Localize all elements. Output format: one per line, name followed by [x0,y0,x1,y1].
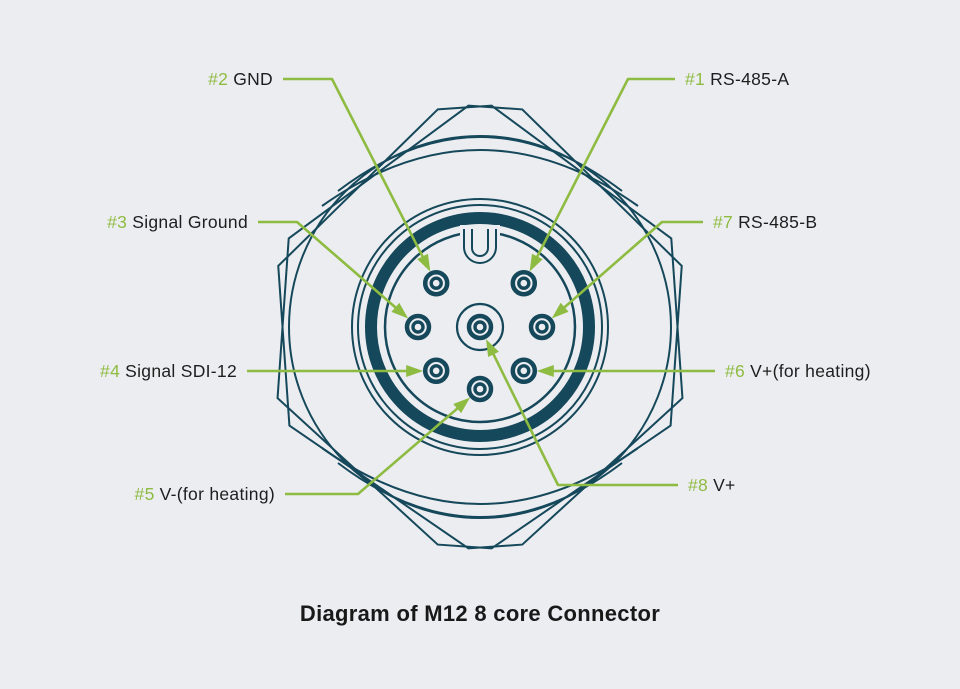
keyway-outer [463,229,497,264]
arrowhead [406,365,424,377]
face-rings [351,198,609,456]
pin-number: #3 [107,212,128,232]
keyway-mask [460,225,500,237]
pin-name: V+ [713,475,736,495]
keyway-inner [471,229,489,257]
pin-number: #1 [685,69,706,89]
connector-body [276,104,684,550]
pin-name: Signal SDI-12 [125,361,237,381]
pin-number: #2 [208,69,229,89]
chamfer-arc-top-2 [337,136,623,192]
pin-7 [528,313,556,341]
pin-number: #6 [725,361,746,381]
chamfer-arc-bottom [321,447,639,505]
keyway-notch [463,229,497,264]
pin-name: V-(for heating) [159,484,275,504]
pin-number: #8 [688,475,709,495]
arrowhead [536,365,554,377]
pin-name: Signal Ground [132,212,248,232]
pin-number: #7 [713,212,734,232]
outer-ring-1 [351,198,609,456]
leader-pin-7 [551,220,703,319]
pin-8 [466,313,494,341]
pins [404,269,556,403]
leader-pin-4 [247,365,424,377]
leader-lines [247,77,715,496]
pin-number: #5 [134,484,155,504]
chamfer-arc-top [321,149,639,207]
outer-ring-2 [357,204,603,450]
pin-1 [510,269,538,297]
leader-pin-2 [283,77,431,272]
thick-ring [365,212,595,442]
arrowhead [417,253,431,272]
center-pin-surround [455,302,505,352]
pin-2 [422,269,450,297]
leader-pin-1 [529,77,675,272]
leader-pin-6 [536,365,715,377]
chamfer-arc-bottom-2 [337,462,623,518]
pin-5 [466,375,494,403]
arrowhead [551,302,569,319]
hex-body-outline-b [277,104,684,550]
hex-body-outline-a [276,104,683,550]
pin-name: V+(for heating) [750,361,871,381]
pin-3 [404,313,432,341]
pin-name: RS-485-A [710,69,790,89]
arrowhead [453,397,471,414]
leader-pin-5 [285,397,471,496]
pin-6 [510,357,538,385]
diagram-title: Diagram of M12 8 core Connector [299,601,661,626]
pin-4 [422,357,450,385]
arrowhead [529,253,543,272]
pin-name: RS-485-B [738,212,818,232]
pin-name: GND [233,69,273,89]
pin-number: #4 [100,361,121,381]
leader-pin-3 [258,220,409,319]
arrowhead [391,302,409,319]
arrowhead [486,339,499,357]
leader-pin-8 [486,339,678,487]
